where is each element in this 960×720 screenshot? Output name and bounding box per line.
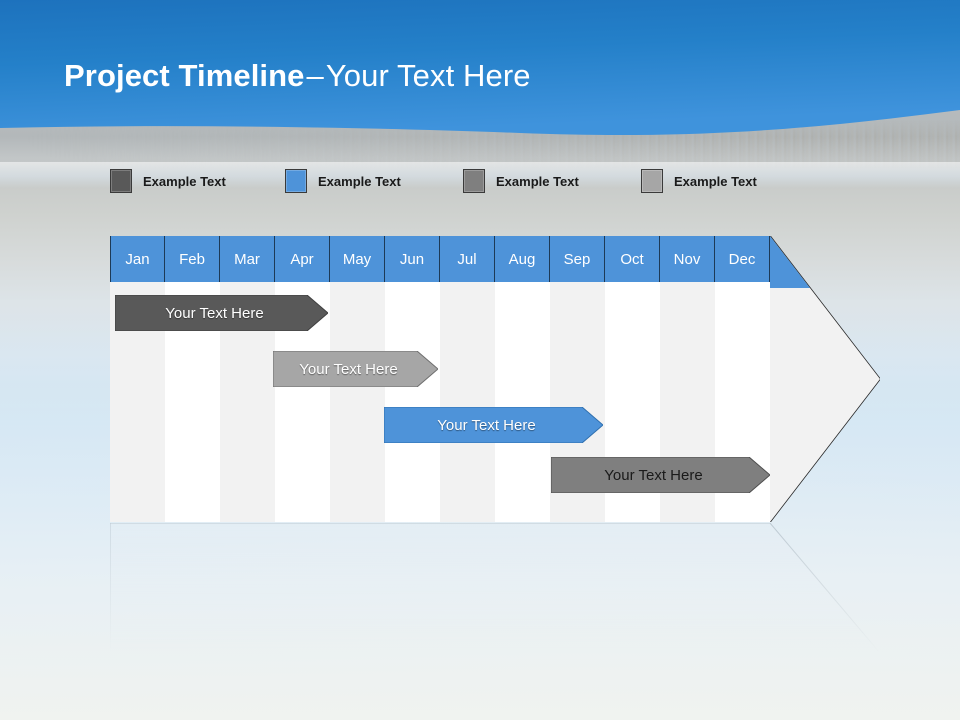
legend-item[interactable]: Example Text (463, 168, 579, 194)
task-bar-arrow-shape (384, 407, 603, 443)
month-header-cell[interactable]: Jul (440, 236, 495, 282)
task-bar-label: Your Text Here (604, 466, 703, 484)
legend-item-label: Example Text (143, 173, 226, 189)
title-band-shape (0, 0, 960, 136)
page-title-light: Your Text Here (325, 58, 531, 93)
square-swatch-icon (285, 169, 307, 193)
month-header-cell[interactable]: Feb (165, 236, 220, 282)
task-bar-arrow-shape (115, 295, 328, 331)
month-header-cell[interactable]: Jan (110, 236, 165, 282)
task-bar-label: Your Text Here (299, 360, 398, 378)
task-bar[interactable]: Your Text Here (273, 351, 438, 387)
month-header-cell[interactable]: May (330, 236, 385, 282)
month-header-cell[interactable]: Dec (715, 236, 770, 282)
task-bar[interactable]: Your Text Here (115, 295, 328, 331)
page-title-dash: – (306, 58, 324, 93)
page-title: Project Timeline–Your Text Here (64, 58, 531, 94)
task-bar-arrow-shape (551, 457, 770, 493)
task-bar-label: Your Text Here (437, 416, 536, 434)
month-header-cell[interactable]: Mar (220, 236, 275, 282)
task-bar[interactable]: Your Text Here (551, 457, 770, 493)
grid-column (440, 282, 495, 522)
timeline-chart: Jan Feb Mar Apr May Jun Jul Aug Sep Oct … (110, 236, 880, 522)
grid-column (385, 282, 440, 522)
task-bar[interactable]: Your Text Here (384, 407, 603, 443)
month-header-cell[interactable]: Sep (550, 236, 605, 282)
page-title-strong: Project Timeline (64, 58, 305, 93)
title-band: Project Timeline–Your Text Here (0, 0, 960, 160)
grid-column (495, 282, 550, 522)
month-header-cell[interactable]: Apr (275, 236, 330, 282)
task-bar-label: Your Text Here (165, 304, 264, 322)
square-swatch-icon (463, 169, 485, 193)
legend-item-label: Example Text (496, 173, 579, 189)
legend-item-label: Example Text (674, 173, 757, 189)
month-header-cell[interactable]: Aug (495, 236, 550, 282)
month-header-cell[interactable]: Jun (385, 236, 440, 282)
legend-item-label: Example Text (318, 173, 401, 189)
grid-column (330, 282, 385, 522)
square-swatch-icon (110, 169, 132, 193)
legend-item[interactable]: Example Text (110, 168, 226, 194)
legend-item[interactable]: Example Text (641, 168, 757, 194)
square-swatch-icon (641, 169, 663, 193)
task-bar-arrow-shape (273, 351, 438, 387)
month-header-cell[interactable]: Oct (605, 236, 660, 282)
month-header-row: Jan Feb Mar Apr May Jun Jul Aug Sep Oct … (110, 236, 770, 282)
legend-item[interactable]: Example Text (285, 168, 401, 194)
month-header-cell[interactable]: Nov (660, 236, 715, 282)
